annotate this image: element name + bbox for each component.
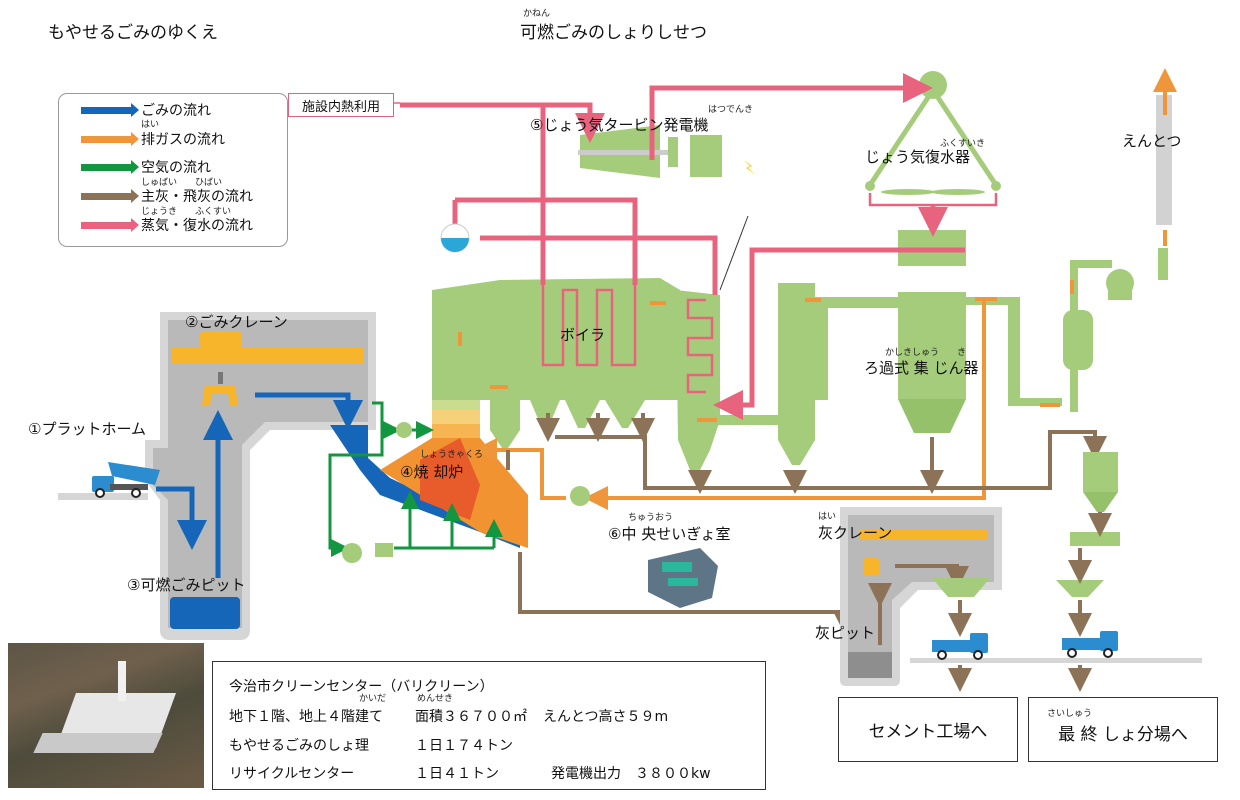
- crane-label: ②ごみクレーン: [185, 313, 288, 331]
- facility-info-box: 今治市クリーンセンター（バリクリーン） かいだ めんせき 地下１階、地上４階建て…: [212, 661, 766, 790]
- pit-label: ③可燃ごみピット: [127, 576, 246, 594]
- legend-item-gas: 排ガスの流れ: [81, 129, 225, 149]
- center-title: 可燃ごみのしょりしせつ: [520, 23, 707, 43]
- bag-filter-label: ろ過式 集 じん器: [864, 359, 979, 377]
- ash-truck-icon: [932, 633, 988, 660]
- info-ruby: めんせき: [417, 694, 454, 704]
- condenser-ruby: ふくすいき: [940, 139, 986, 149]
- recirculation-fan: [570, 486, 590, 506]
- info-area: 面積３６７００㎡: [415, 709, 527, 725]
- ash-pit-building: [840, 507, 1002, 686]
- cement-factory-box: セメント工場へ: [838, 697, 1018, 762]
- ash-pit-label: 灰ピット: [815, 624, 876, 642]
- ash-crane-ruby: はい: [818, 512, 837, 522]
- exhaust-gas-lines: [473, 68, 1177, 510]
- green-arrow-icon: [81, 159, 139, 174]
- control-room-icon: [648, 548, 718, 608]
- platform-label: ①プラットホーム: [28, 420, 146, 438]
- left-title: もやせるごみのゆくえ: [48, 23, 218, 43]
- boiler-label: ボイラ: [560, 326, 606, 344]
- bag-filter-ruby: かしきしゅう き: [885, 348, 967, 358]
- pink-arrow-icon: [81, 217, 139, 232]
- condenser-label: じょう気復水器: [865, 148, 971, 166]
- legend-ruby: しゅばい ひばい: [141, 178, 223, 188]
- air-fans: [342, 422, 412, 563]
- cement-factory-label: セメント工場へ: [868, 722, 988, 742]
- pointer-line: [719, 215, 749, 291]
- garbage-truck-icon: [92, 462, 160, 498]
- steam-lines: [400, 73, 998, 420]
- crane-icon: [172, 332, 364, 405]
- incinerator-ruby: しょうきゃくろ: [420, 450, 484, 460]
- heat-use-box: 施設内熱利用: [288, 93, 394, 117]
- legend-ruby: はい: [141, 120, 160, 130]
- center-title-ruby: かねん: [523, 9, 551, 19]
- info-burnable-label: もやせるごみのしょ理: [229, 738, 369, 754]
- orange-arrow-icon: [81, 131, 139, 146]
- boiler-tubes: [541, 285, 714, 394]
- chimney: [1156, 95, 1172, 225]
- turbine-label: ⑤じょう気タービン発電機: [530, 116, 709, 134]
- ash-crane-label: 灰クレーン: [818, 524, 893, 542]
- control-room-label: ⑥中 央せいぎょ室: [608, 525, 731, 543]
- fly-ash-handling: [910, 452, 1202, 692]
- info-chimney-height: えんとつ高さ５９m: [543, 709, 669, 725]
- condenser-icon: [865, 71, 1001, 266]
- legend-ruby: じょうき ふくすい: [141, 207, 232, 217]
- control-room-ruby: ちゅうおう: [628, 513, 674, 523]
- legend-item-air: 空気の流れ: [81, 157, 211, 177]
- bag-filter-equipment: [815, 95, 1172, 433]
- legend-item-ash: 主灰・飛灰の流れ: [81, 186, 253, 206]
- chimney-label: えんとつ: [1122, 132, 1182, 150]
- legend-label: 排ガスの流れ: [141, 132, 225, 148]
- legend-item-steam: 蒸気・復水の流れ: [81, 215, 253, 235]
- info-recycle-capacity: １日４１トン: [415, 766, 499, 782]
- legend-label: 主灰・飛灰の流れ: [141, 189, 253, 205]
- legend-item-waste: ごみの流れ: [81, 100, 211, 120]
- blue-arrow-icon: [81, 102, 139, 117]
- waste-pit-fill: [170, 597, 240, 629]
- landfill-ruby: さいしゅう: [1047, 709, 1093, 719]
- legend: ごみの流れ はい 排ガスの流れ 空気の流れ しゅばい ひばい 主灰・飛灰の流れ …: [58, 93, 288, 247]
- info-floors: 地下１階、地上４階建て: [229, 709, 383, 725]
- info-facility-name: 今治市クリーンセンター（バリクリーン）: [229, 679, 494, 695]
- incinerator-label: ④焼 却炉: [400, 463, 464, 481]
- legend-label: ごみの流れ: [141, 103, 211, 119]
- brown-arrow-icon: [81, 188, 139, 203]
- info-generator-output: 発電機出力 ３８００kw: [551, 766, 711, 782]
- waste-flow-lines: [156, 392, 363, 578]
- legend-label: 空気の流れ: [141, 160, 211, 176]
- air-flow-lines: [328, 401, 503, 557]
- turbine-ruby: はつでんき: [708, 105, 754, 115]
- info-burnable-capacity: １日１７４トン: [415, 738, 513, 754]
- info-ruby: かいだ: [359, 694, 387, 704]
- landfill-box: さいしゅう 最 終 しょ分場へ: [1028, 697, 1218, 762]
- info-recycle-label: リサイクルセンター: [229, 766, 355, 782]
- landfill-label: 最 終 しょ分場へ: [1058, 725, 1188, 745]
- legend-label: 蒸気・復水の流れ: [141, 218, 253, 234]
- fly-ash-truck-icon: [1062, 631, 1118, 658]
- facility-aerial-photo: [8, 643, 204, 788]
